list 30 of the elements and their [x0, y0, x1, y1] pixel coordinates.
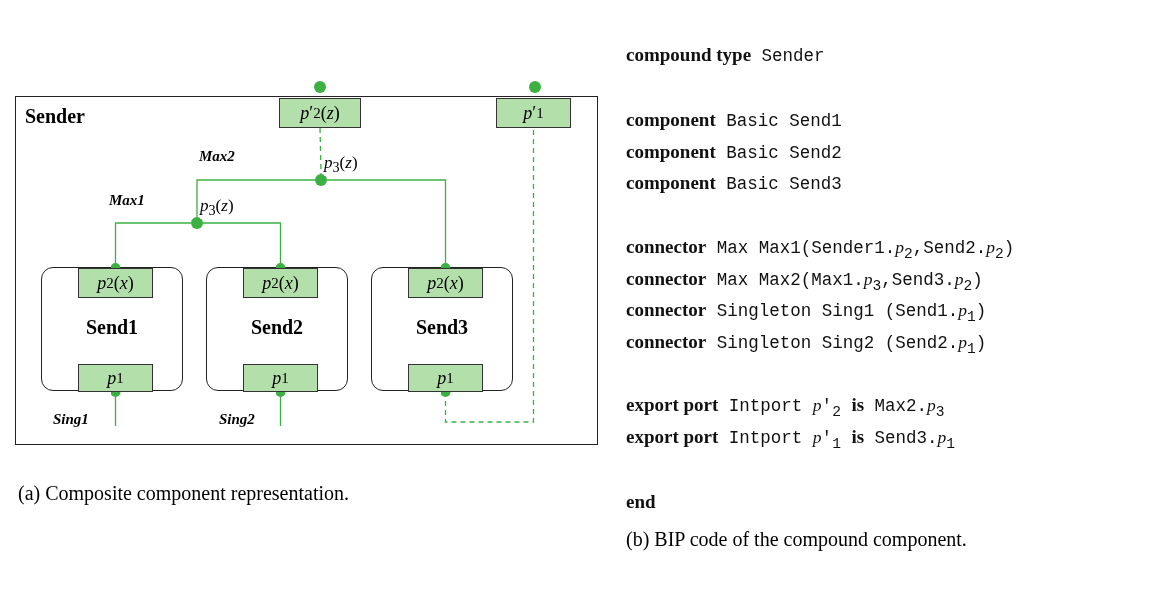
- code-line: export port Intport p′$_{1}$ is Send3.p$_{1}$: [626, 426, 956, 452]
- code-line: connector Max Max1(Sender1.p$_{2}$,Send2.p$_{2}$): [626, 236, 1015, 262]
- code-line: end: [626, 491, 656, 513]
- caption: (b) BIP code of the compound component.: [626, 528, 967, 551]
- compound-box: [15, 96, 598, 445]
- code-line: connector Singleton Sing1 (Send1.p$_{1}$): [626, 299, 987, 325]
- code-line: connector Singleton Sing2 (Send2.p$_{1}$): [626, 331, 987, 357]
- code-line: export port Intport p′$_{2}$ is Max2.p$_{3}$: [626, 394, 945, 420]
- caption: (a) Composite component representation.: [18, 482, 349, 505]
- component-name: Send3: [414, 316, 470, 339]
- edge-label: Sing1: [52, 411, 90, 428]
- connector-line: [196, 179, 316, 218]
- code-line: connector Max Max2(Max1.p$_{3}$,Send3.p$_{2}$): [626, 268, 983, 294]
- code-line: component Basic Send1: [626, 109, 842, 131]
- code-line: component Basic Send2: [626, 141, 842, 163]
- component-box: [41, 267, 183, 391]
- box-title: Sender: [25, 105, 85, 128]
- component-box: [206, 267, 348, 391]
- component-name: Send2: [249, 316, 305, 339]
- component-box: [371, 267, 513, 391]
- connector-dot: [191, 217, 203, 229]
- dashed-connector: [319, 127, 322, 175]
- edge-label: Sing2: [218, 411, 256, 428]
- connector-dot: [315, 174, 327, 186]
- port-label: p$_{3}$(z): [200, 196, 234, 220]
- code-line: component Basic Send3: [626, 172, 842, 194]
- dashed-connector: [440, 127, 535, 423]
- port-label: p$_{3}$(z): [324, 153, 358, 177]
- code-line: compound type Sender: [626, 44, 825, 66]
- component-name: Send1: [84, 316, 140, 339]
